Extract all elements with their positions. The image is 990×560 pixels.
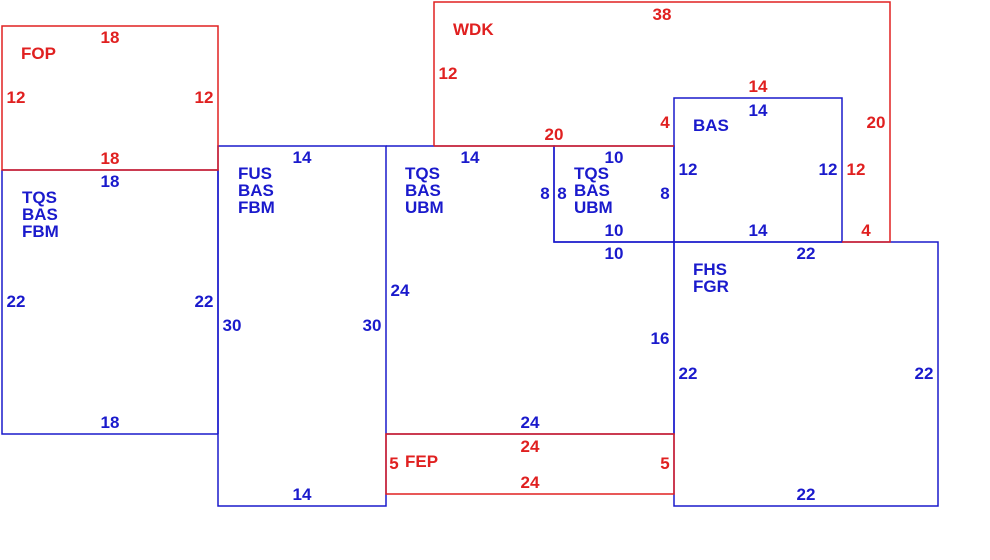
fop-dimension-label: 18 — [101, 28, 120, 47]
tqs-mid-dimension-label: 16 — [651, 329, 670, 348]
tqs-mid-code-label: UBM — [405, 198, 444, 217]
fus-dimension-label: 14 — [293, 148, 312, 167]
fop-dimension-label: 18 — [101, 149, 120, 168]
tqs-left-dimension-label: 18 — [101, 172, 120, 191]
fhs-code-label: FHS — [693, 260, 727, 279]
tqs-mid-dimension-label: 8 — [540, 184, 549, 203]
tqs-left-code-label: BAS — [22, 205, 58, 224]
fus-dimension-label: 30 — [363, 316, 382, 335]
tqs-small-dimension-label: 10 — [605, 221, 624, 240]
sketch-lines — [1, 1, 939, 507]
wdk-outline-0 — [433, 1, 891, 243]
wdk-dimension-label: 38 — [653, 5, 672, 24]
wdk-dimension-label: 20 — [545, 125, 564, 144]
wdk-dimension-label: 12 — [439, 64, 458, 83]
fus-dimension-label: 30 — [223, 316, 242, 335]
fop-code-label: FOP — [21, 44, 56, 63]
fus-dimension-label: 14 — [293, 485, 312, 504]
fhs-dimension-label: 22 — [797, 244, 816, 263]
fus-outline-0 — [217, 145, 387, 507]
wdk-code-label: WDK — [453, 20, 494, 39]
fop-dimension-label: 12 — [7, 88, 26, 107]
tqs-small-code-label: UBM — [574, 198, 613, 217]
fhs-dimension-label: 22 — [915, 364, 934, 383]
bas-dimension-label: 14 — [749, 101, 768, 120]
tqs-small-dimension-label: 10 — [605, 244, 624, 263]
fep-dimension-label: 5 — [660, 454, 669, 473]
wdk-dimension-label: 12 — [847, 160, 866, 179]
tqs-left-dimension-label: 22 — [195, 292, 214, 311]
tqs-small-dimension-label: 8 — [660, 184, 669, 203]
wdk-dimension-label: 4 — [660, 113, 670, 132]
tqs-small-dimension-label: 8 — [557, 184, 566, 203]
fep-code-label: FEP — [405, 452, 438, 471]
tqs-left-dimension-label: 18 — [101, 413, 120, 432]
wdk-dimension-label: 4 — [861, 221, 871, 240]
tqs-small-code-label: BAS — [574, 181, 610, 200]
fus-code-label: FUS — [238, 164, 272, 183]
fop-dimension-label: 12 — [195, 88, 214, 107]
tqs-left-outline-0 — [1, 170, 218, 435]
fhs-code-label: FGR — [693, 277, 729, 296]
fep-dimension-label: 5 — [389, 454, 398, 473]
tqs-small-dimension-label: 10 — [605, 148, 624, 167]
wdk-dimension-label: 20 — [867, 113, 886, 132]
bas-dimension-label: 12 — [819, 160, 838, 179]
fhs-dimension-label: 22 — [679, 364, 698, 383]
tqs-left-code-label: FBM — [22, 222, 59, 241]
fus-code-label: BAS — [238, 181, 274, 200]
bas-dimension-label: 14 — [749, 221, 768, 240]
fus-code-label: FBM — [238, 198, 275, 217]
tqs-mid-dimension-label: 14 — [461, 148, 480, 167]
wdk-dimension-label: 14 — [749, 77, 768, 96]
tqs-mid-dimension-label: 24 — [391, 281, 410, 300]
fep-outline-0 — [385, 433, 675, 495]
tqs-mid-code-label: TQS — [405, 164, 440, 183]
tqs-mid-dimension-label: 24 — [521, 413, 540, 432]
tqs-small-code-label: TQS — [574, 164, 609, 183]
tqs-left-dimension-label: 22 — [7, 292, 26, 311]
bas-dimension-label: 12 — [679, 160, 698, 179]
bas-code-label: BAS — [693, 116, 729, 135]
fop-outline-0 — [1, 25, 219, 171]
tqs-left-code-label: TQS — [22, 188, 57, 207]
fep-dimension-label: 24 — [521, 437, 540, 456]
fhs-dimension-label: 22 — [797, 485, 816, 504]
fep-dimension-label: 24 — [521, 473, 540, 492]
tqs-mid-code-label: BAS — [405, 181, 441, 200]
